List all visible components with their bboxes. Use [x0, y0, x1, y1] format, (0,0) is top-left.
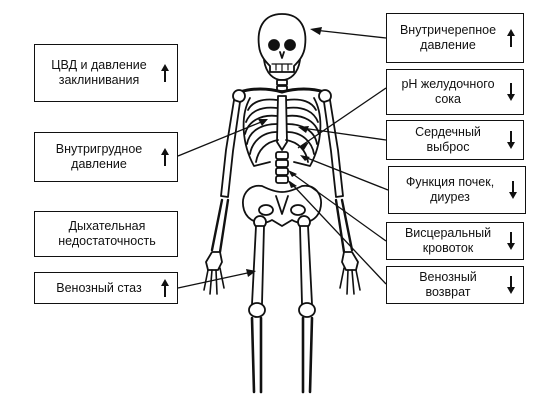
- label-text: Сердечный выброс: [415, 125, 481, 154]
- label-box-visceral: Висцеральный кровоток: [386, 222, 524, 260]
- label-box-intracranial: Внутричерепное давление: [386, 13, 524, 63]
- arrow-down-icon: [505, 230, 517, 252]
- arrow-up-icon: [159, 146, 171, 168]
- label-box-renal: Функция почек, диурез: [388, 166, 526, 214]
- label-box-gastric_ph: pH желудочного сока: [386, 69, 524, 115]
- label-text: Дыхательная недостаточность: [58, 219, 156, 248]
- label-box-respiratory: Дыхательная недостаточность: [34, 211, 178, 257]
- label-text: Внутричерепное давление: [399, 23, 497, 52]
- arrow-down-icon: [505, 129, 517, 151]
- arrow-down-icon: [507, 179, 519, 201]
- arrow-up-icon: [159, 277, 171, 299]
- label-text: ЦВД и давление заклинивания: [51, 58, 147, 87]
- arrow-down-icon: [505, 274, 517, 296]
- arrow-up-icon: [159, 62, 171, 84]
- label-text: pH желудочного сока: [401, 77, 495, 106]
- label-text: Венозный стаз: [56, 280, 142, 295]
- label-box-intrathoracic: Внутригрудное давление: [34, 132, 178, 182]
- label-box-venous_return: Венозный возврат: [386, 266, 524, 304]
- label-text: Венозный возврат: [419, 270, 477, 299]
- label-text: Висцеральный кровоток: [404, 226, 492, 255]
- label-box-cvd: ЦВД и давление заклинивания: [34, 44, 178, 102]
- label-box-venous_stasis: Венозный стаз: [34, 272, 178, 304]
- label-text: Функция почек, диурез: [405, 175, 495, 204]
- arrow-down-icon: [505, 81, 517, 103]
- label-box-cardiac_output: Сердечный выброс: [386, 120, 524, 160]
- arrow-up-icon: [505, 27, 517, 49]
- label-text: Внутригрудное давление: [55, 142, 143, 171]
